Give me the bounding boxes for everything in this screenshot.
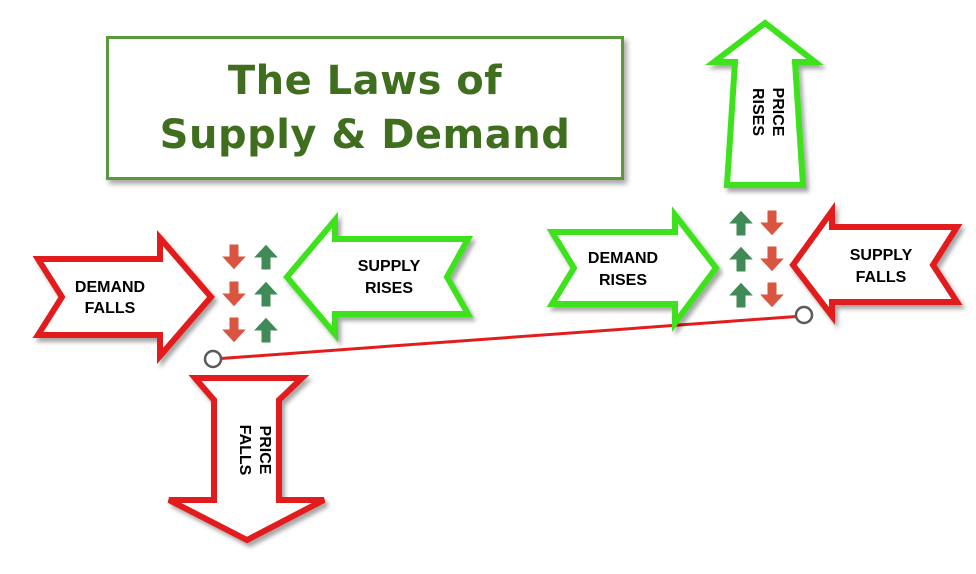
supply-rises-label-1: SUPPLY [358,258,421,275]
up-arrow-icon [727,245,755,273]
price-falls-arrow [167,375,326,544]
title-box: The Laws of Supply & Demand [106,36,624,180]
down-arrow-icon [758,281,786,309]
price-falls-label-2: FALLS [236,425,253,476]
down-arrow-icon [220,243,248,271]
down-arrow-icon [220,316,248,344]
up-arrow-icon [727,209,755,237]
up-arrow-icon [252,280,280,308]
supply-falls-label-1: SUPPLY [850,247,913,264]
price-rises-label-2: RISES [749,88,766,136]
down-arrow-icon [220,280,248,308]
supply-falls-arrow [789,201,963,325]
down-arrow-icon [758,209,786,237]
up-arrow-icon [727,281,755,309]
down-arrow-icon [758,245,786,273]
up-arrow-icon [252,316,280,344]
demand-rises-arrow [546,206,720,333]
title-line-1: The Laws of [227,58,503,104]
supply-rises-label-2: RISES [365,280,413,297]
demand-falls-label-1: DEMAND [75,279,145,296]
price-trend-line [213,314,804,361]
title-line-2: Supply & Demand [159,112,571,158]
circle-icon [794,305,814,325]
demand-falls-label-2: FALLS [85,300,136,317]
up-arrow-icon [252,243,280,271]
demand-rises-label-2: RISES [599,272,647,289]
demand-rises-label-1: DEMAND [588,250,658,267]
price-rises-label-1: PRICE [769,88,786,137]
supply-rises-arrow [283,211,474,343]
circle-icon [203,349,223,369]
price-rises-arrow [705,19,824,188]
price-falls-label-1: PRICE [256,426,273,475]
demand-falls-arrow [32,229,215,365]
supply-falls-label-2: FALLS [856,269,907,286]
